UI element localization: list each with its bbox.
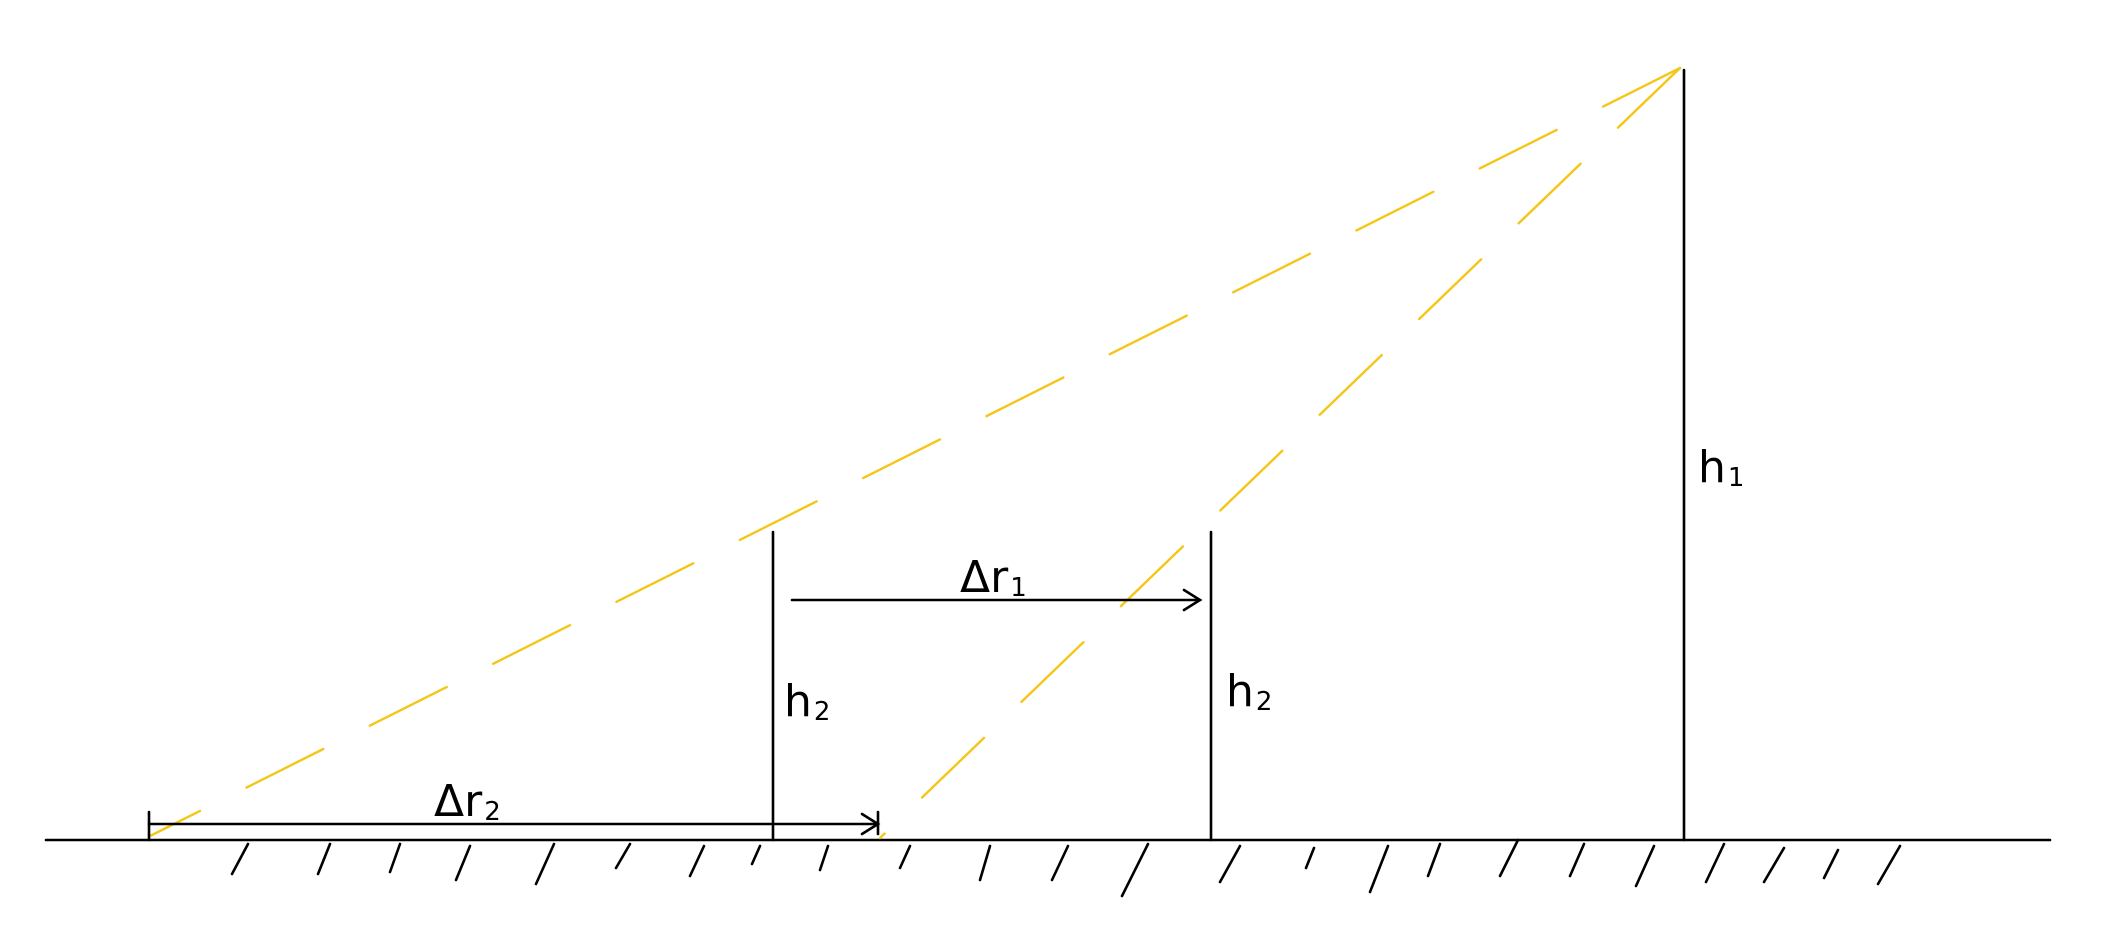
label-delta-r1: Δr1 — [960, 552, 1027, 603]
label-delta-r2: Δr2 — [434, 776, 501, 827]
label-h2-left: h2 — [784, 676, 830, 727]
ray-to-near-shadow-tip — [878, 66, 1682, 840]
delta-r2-arrow — [147, 810, 881, 842]
delta-r1-arrow — [790, 588, 1203, 612]
label-h1: h1 — [1698, 442, 1744, 493]
ray-to-far-shadow-tip — [148, 66, 1682, 838]
label-h2-right: h2 — [1226, 666, 1272, 717]
ground-hatching — [230, 838, 1902, 898]
